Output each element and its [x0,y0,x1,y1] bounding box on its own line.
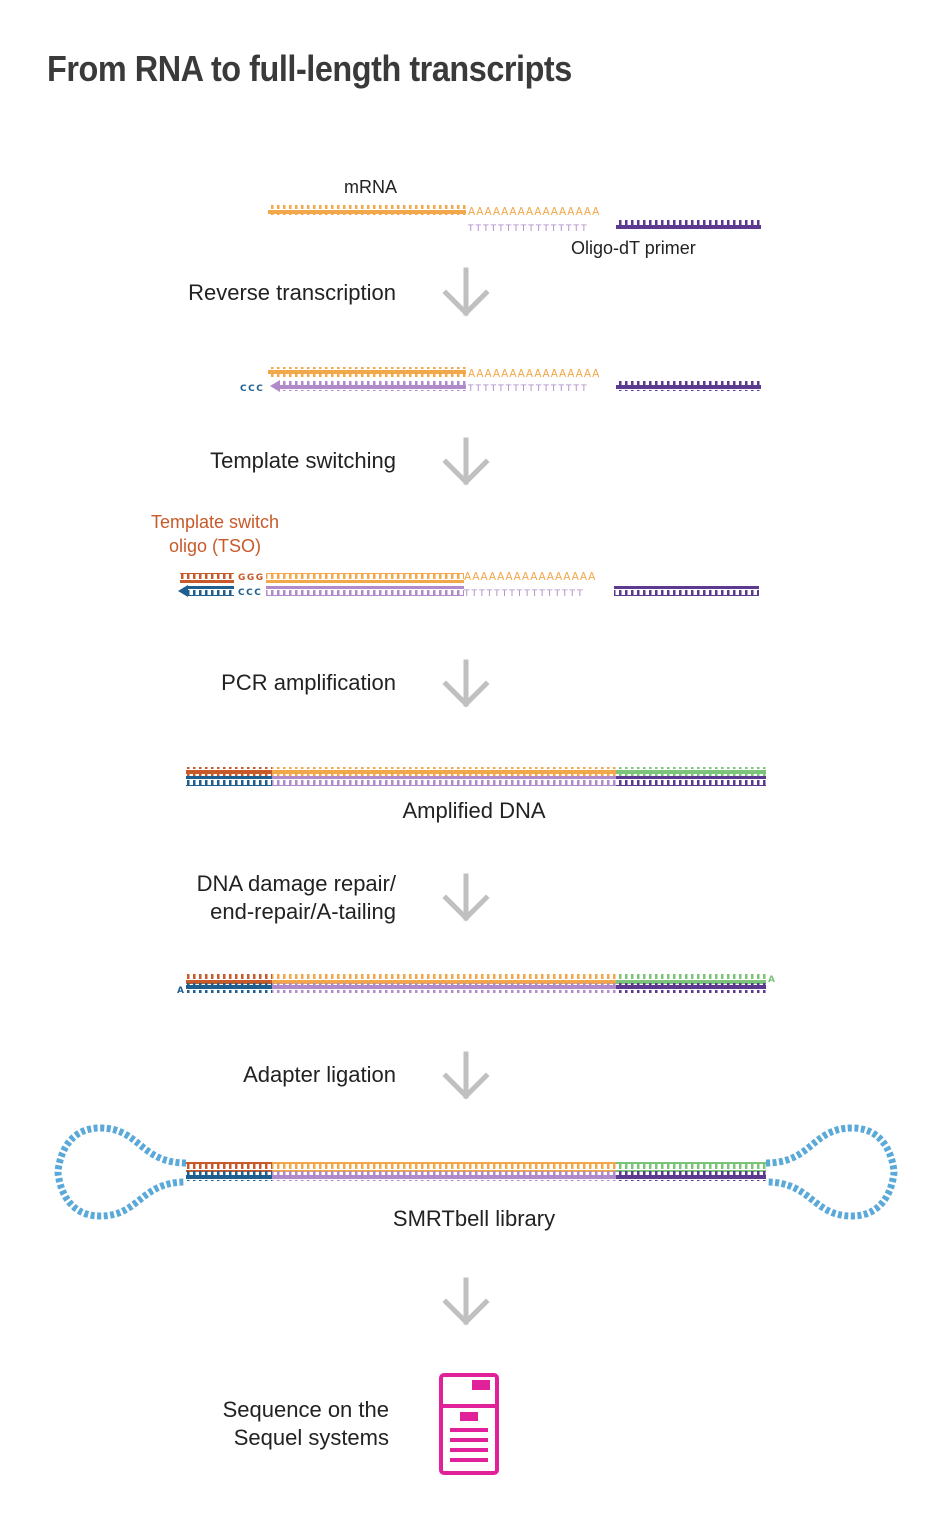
ccc-text: CCC [238,588,262,598]
a-tail-right: A [768,975,775,985]
extension-arrow [178,585,188,597]
smrtbell-library [54,1124,898,1220]
step-adapter-ligation: Adapter ligation [243,1062,396,1087]
mrna-label: mRNA [344,177,397,197]
step-sequence-line1: Sequence on the [222,1397,389,1422]
tso-label-line2: oligo (TSO) [168,536,262,556]
ggg-text: GGG [238,573,265,583]
step-pcr-amplification: PCR amplification [221,670,396,695]
left-hairpin-adapter [54,1124,187,1220]
down-arrow-icon [442,873,490,922]
amplified-dna-label: Amplified DNA [402,798,546,823]
poly-a-text: AAAAAAAAAAAAAAAA [468,206,600,218]
mrna-strand: AAAAAAAAAAAAAAAA [268,205,600,218]
step-template-switching: Template switching [210,448,396,473]
poly-t-text: TTTTTTTTTTTTTTTT [467,224,589,234]
a-tail-left: A [177,986,184,996]
poly-t-text: TTTTTTTTTTTTTTTT [463,589,585,599]
page-title: From RNA to full-length transcripts [47,48,572,89]
step-damage-repair: DNA damage repair/ end-repair/A-tailing [197,870,396,926]
tso-label-line1: Template switch [150,512,280,532]
ccc-text: CCC [240,384,264,394]
oligo-dt-label: Oligo-dT primer [571,238,696,258]
right-hairpin-adapter [765,1124,898,1220]
tso-product: GGG AAAAAAAAAAAAAAAA CCC TTTTTTTTTTTTTTT… [178,571,759,599]
extension-arrow [270,380,280,392]
step-reverse-transcription: Reverse transcription [188,280,396,305]
oligo-dt-primer: TTTTTTTTTTTTTTTT [467,219,761,234]
tso-label: Template switch oligo (TSO) [142,510,288,558]
step-damage-repair-line2: end-repair/A-tailing [210,899,396,924]
step-sequence: Sequence on the Sequel systems [223,1396,389,1452]
poly-a-text: AAAAAAAAAAAAAAAA [464,571,596,583]
down-arrow-icon [442,1051,490,1100]
down-arrow-icon [442,659,490,708]
down-arrow-icon [442,267,490,317]
down-arrow-icon [442,437,490,486]
sequencer-icon [439,1373,499,1475]
step-sequence-line2: Sequel systems [233,1425,389,1450]
poly-t-text: TTTTTTTTTTTTTTTT [467,384,589,394]
a-tailed-dna: A A [177,974,775,996]
rt-product: AAAAAAAAAAAAAAAA CCC TTTTTTTTTTTTTTTT [240,367,761,394]
poly-a-text: AAAAAAAAAAAAAAAA [468,368,600,380]
amplified-dna [186,767,766,786]
down-arrow-icon [442,1277,490,1326]
smrtbell-library-label: SMRTbell library [392,1206,556,1231]
step-damage-repair-line1: DNA damage repair/ [196,871,396,896]
